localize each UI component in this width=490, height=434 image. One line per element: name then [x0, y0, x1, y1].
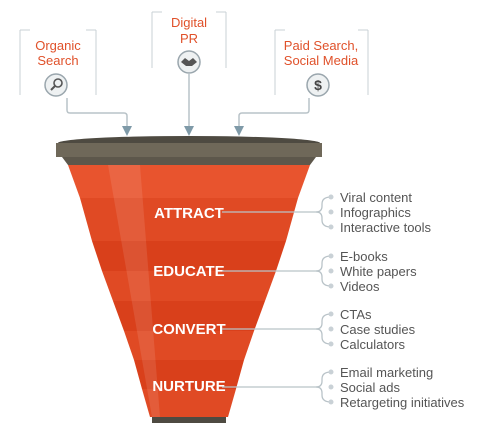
source-frame-corner-tl	[19, 29, 30, 95]
source-label-line-2: Social Media	[284, 53, 359, 68]
bullet-icon	[328, 268, 334, 274]
list-item: E-books	[340, 249, 388, 264]
bullet-icon	[328, 224, 334, 230]
stage-list-convert: CTAs Case studies Calculators	[222, 307, 416, 352]
funnel-stage-nurture	[142, 389, 236, 417]
bullet-icon	[328, 209, 334, 215]
source-organic-search: Organic Search	[19, 29, 97, 97]
list-item: Social ads	[340, 380, 400, 395]
funnel-body	[68, 165, 310, 423]
list-item: Retargeting initiatives	[340, 395, 465, 410]
stage-list-nurture: Email marketing Social ads Retargeting i…	[222, 365, 465, 410]
source-frame-corner-tr	[86, 29, 97, 95]
source-digital-pr: Digital PR	[151, 11, 227, 74]
funnel-rim	[56, 136, 322, 165]
bullet-icon	[328, 194, 334, 200]
arrow-head-icon	[122, 126, 132, 136]
list-item: Infographics	[340, 205, 411, 220]
list-item: Calculators	[340, 337, 406, 352]
funnel-highlight	[108, 165, 160, 417]
list-item: CTAs	[340, 307, 372, 322]
source-frame-corner-tl	[274, 29, 285, 95]
connector-line	[66, 98, 128, 128]
list-item: Videos	[340, 279, 380, 294]
funnel-stage-educate	[92, 241, 286, 271]
magnifier-icon	[44, 73, 68, 97]
stage-label-attract: ATTRACT	[154, 205, 224, 222]
source-frame-corner-tr	[358, 29, 369, 95]
stage-label-educate: EDUCATE	[153, 263, 224, 280]
source-frame-corner-tl	[151, 11, 162, 68]
arrow-head-icon	[184, 126, 194, 136]
source-label-line-2: Search	[37, 53, 78, 68]
funnel-stage-educate	[102, 271, 276, 301]
connector-line	[238, 98, 310, 128]
stage-label-nurture: NURTURE	[152, 378, 225, 395]
bullet-icon	[328, 399, 334, 405]
svg-text:$: $	[314, 77, 322, 93]
source-connectors	[66, 74, 310, 136]
dollar-icon: $	[306, 73, 330, 97]
list-item: Case studies	[340, 322, 416, 337]
source-label-line-1: Organic	[35, 38, 81, 53]
funnel-stage-nurture	[134, 360, 244, 389]
source-paid-search-social-media: Paid Search, Social Media $	[274, 29, 369, 97]
bullet-icon	[328, 341, 334, 347]
brace-icon	[315, 255, 332, 287]
list-item: Email marketing	[340, 365, 433, 380]
funnel-stage-convert	[113, 301, 265, 331]
source-label-line-1: Paid Search,	[284, 38, 358, 53]
bullet-icon	[328, 311, 334, 317]
source-label-line-2: PR	[180, 31, 198, 46]
bullet-icon	[328, 369, 334, 375]
bullet-icon	[328, 384, 334, 390]
list-item: Interactive tools	[340, 220, 432, 235]
brace-icon	[315, 196, 332, 228]
funnel-stage-attract	[68, 165, 310, 198]
handshake-icon	[177, 50, 201, 74]
arrow-head-icon	[234, 126, 244, 136]
brace-icon	[315, 313, 332, 345]
list-item: White papers	[340, 264, 417, 279]
source-frame-corner-tr	[216, 11, 227, 68]
funnel-spout	[152, 417, 226, 423]
stage-label-convert: CONVERT	[152, 321, 225, 338]
list-item: Viral content	[340, 190, 412, 205]
bullet-icon	[328, 253, 334, 259]
bullet-icon	[328, 326, 334, 332]
funnel-stage-attract	[80, 198, 298, 241]
stage-list-educate: E-books White papers Videos	[222, 249, 417, 294]
funnel-stage-convert	[124, 331, 254, 360]
source-label-line-1: Digital	[171, 15, 207, 30]
brace-icon	[315, 371, 332, 403]
bullet-icon	[328, 283, 334, 289]
stage-list-attract: Viral content Infographics Interactive t…	[222, 190, 432, 235]
